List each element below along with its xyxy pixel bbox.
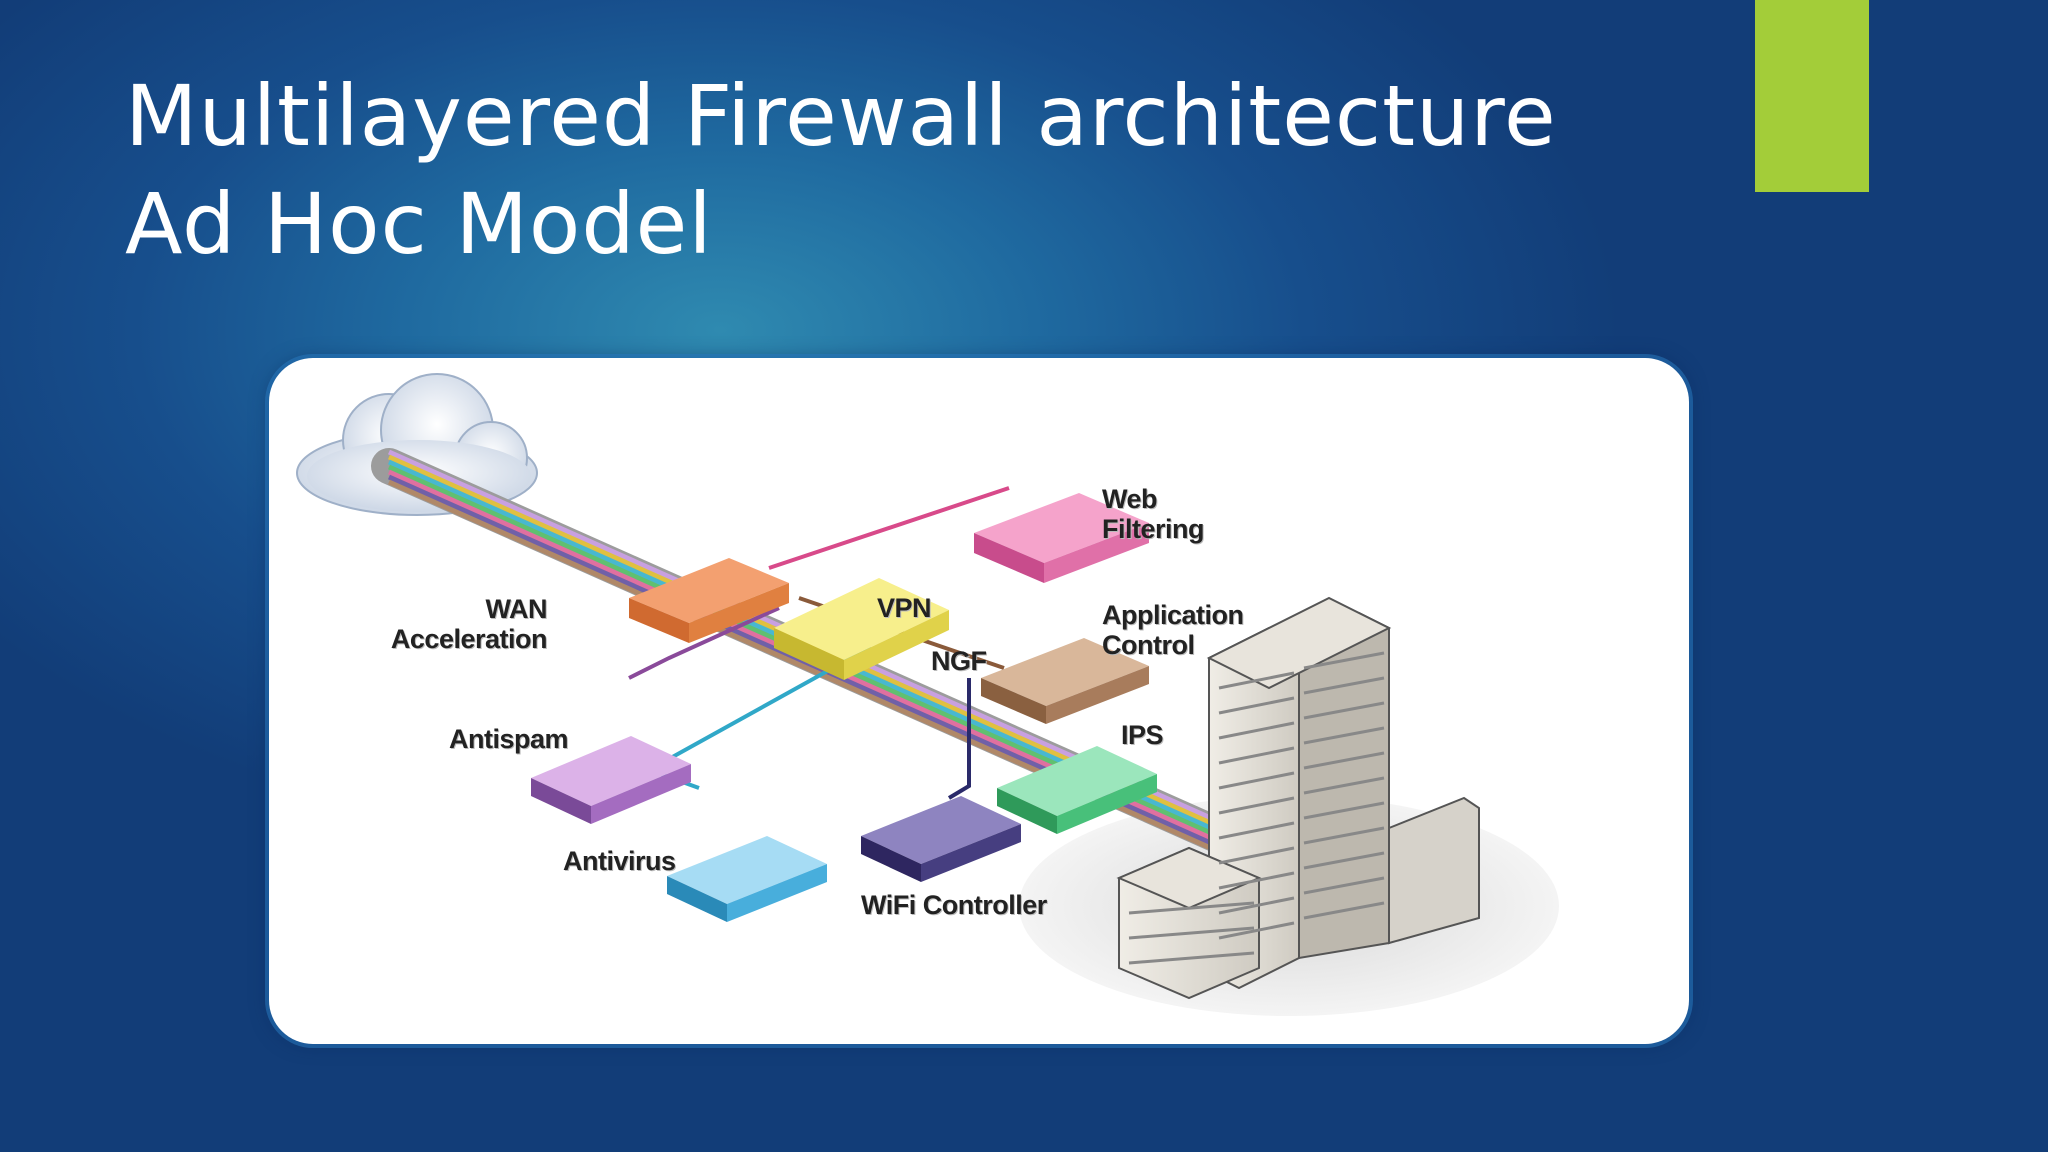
label-antispam: Antispam bbox=[449, 724, 569, 754]
label-vpn: VPN bbox=[877, 593, 932, 623]
device-wan-acceleration bbox=[629, 558, 789, 643]
firewall-diagram: WAN Acceleration VPN NGF Web Filtering A… bbox=[269, 358, 1689, 1044]
office-building-icon bbox=[1116, 596, 1480, 1000]
slide-title: Multilayered Firewall architecture Ad Ho… bbox=[125, 67, 1557, 273]
accent-bar bbox=[1755, 0, 1869, 192]
device-ips bbox=[997, 746, 1157, 834]
label-wifi-controller: WiFi Controller bbox=[861, 890, 1047, 920]
device-antivirus bbox=[667, 836, 827, 922]
device-ngf bbox=[774, 578, 949, 680]
device-wifi-controller bbox=[861, 796, 1021, 882]
label-ips: IPS bbox=[1121, 720, 1164, 750]
label-antivirus: Antivirus bbox=[563, 846, 676, 876]
diagram-graphics bbox=[296, 373, 1559, 1016]
device-application-control bbox=[981, 638, 1149, 724]
label-ngf: NGF bbox=[931, 646, 987, 676]
label-web-filtering: Web Filtering bbox=[1102, 484, 1205, 544]
device-antispam bbox=[531, 736, 691, 824]
label-application-control: Application Control bbox=[1102, 600, 1244, 660]
device-web-filtering bbox=[974, 493, 1149, 583]
